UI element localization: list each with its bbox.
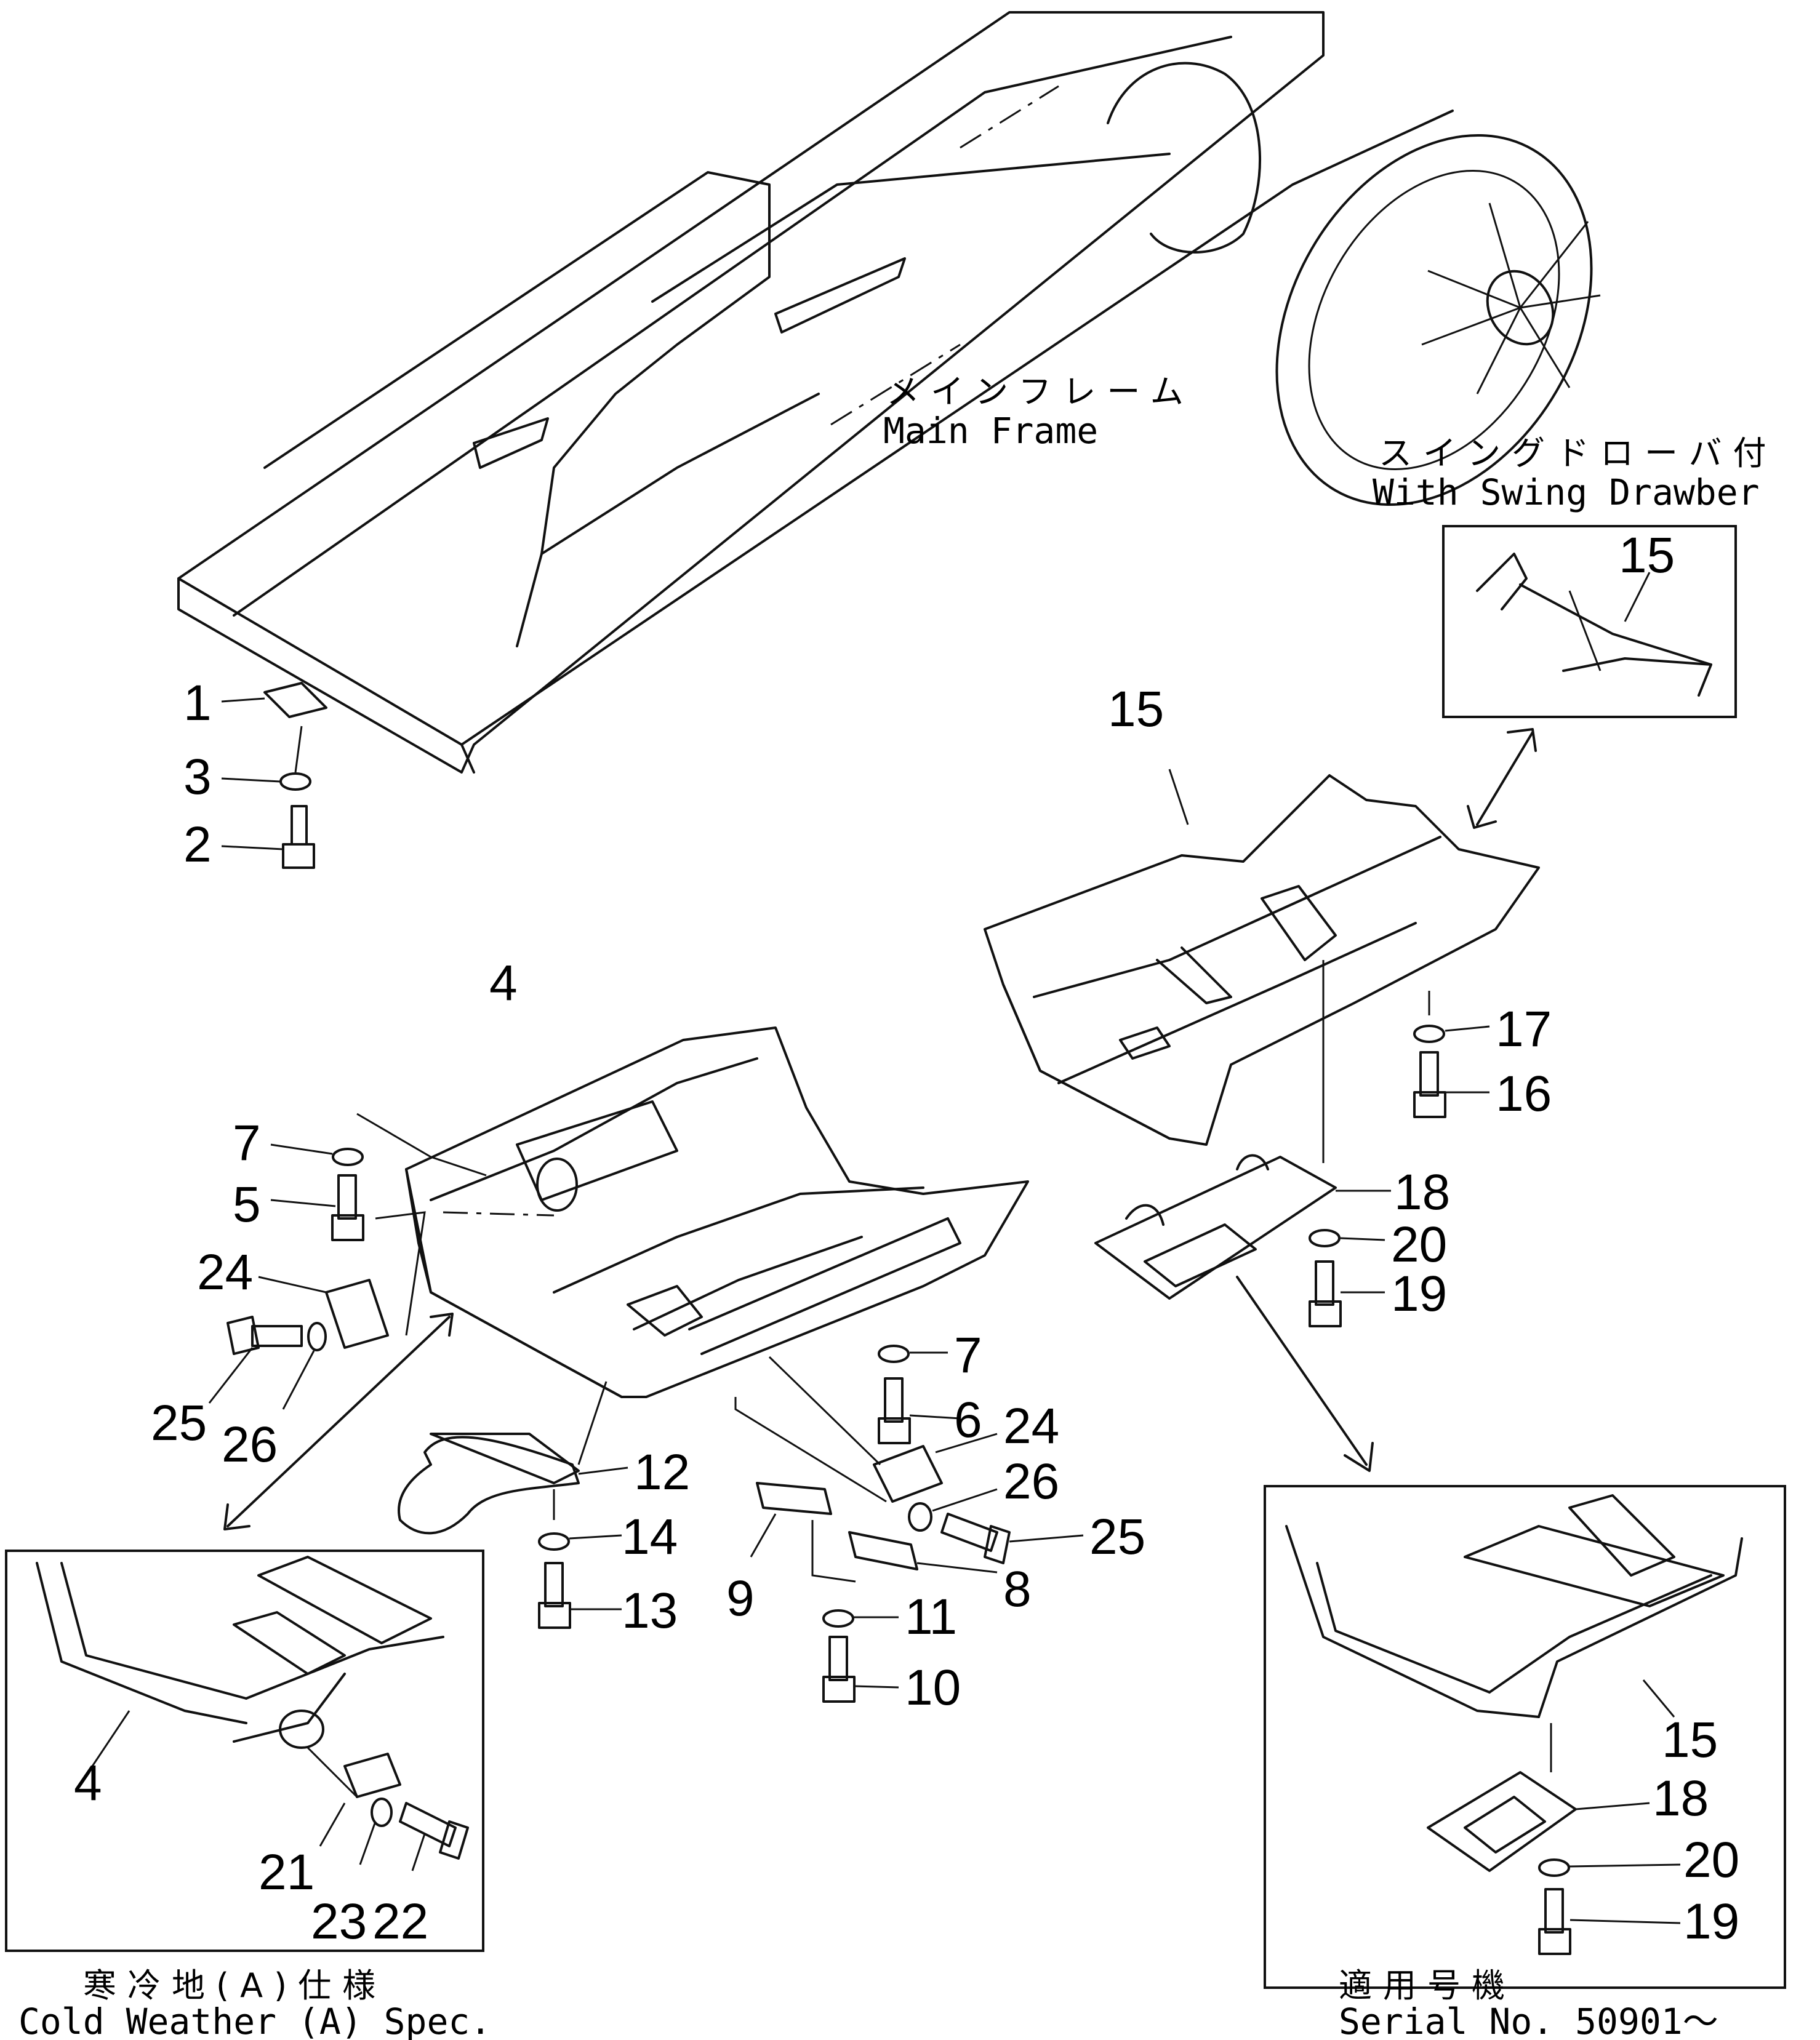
- callout-24b: 24: [1003, 1398, 1059, 1454]
- callout-10: 10: [905, 1660, 961, 1716]
- callout-25: 25: [151, 1395, 207, 1451]
- callout-12: 12: [634, 1444, 690, 1500]
- callout-15-swing: 15: [1619, 527, 1675, 583]
- callout-25b: 25: [1089, 1509, 1145, 1565]
- text-labels: メインフレーム Main Frame スイングドローバ付 With Swing …: [18, 372, 1777, 2040]
- callout-1: 1: [183, 675, 212, 731]
- swing-drawber-label-en: With Swing Drawber: [1373, 471, 1760, 513]
- callout-11: 11: [905, 1589, 957, 1645]
- callout-4-cold: 4: [74, 1755, 102, 1811]
- callout-18: 18: [1394, 1164, 1450, 1220]
- undercover-15-drawing: [984, 728, 1540, 1472]
- callout-2: 2: [183, 817, 212, 873]
- inset-cold-weather: [5, 1550, 484, 1952]
- callout-21: 21: [259, 1844, 315, 1900]
- undercover-4-fasteners: [208, 1143, 1084, 1703]
- callout-9: 9: [726, 1570, 755, 1626]
- callout-7: 7: [233, 1115, 261, 1171]
- callout-26b: 26: [1003, 1454, 1059, 1510]
- callout-15-serial: 15: [1662, 1712, 1718, 1768]
- callout-7b: 7: [954, 1327, 982, 1383]
- callout-numbers: 1 3 2 4 7 5 24 25 26 12 14 13 9 11 10 7 …: [74, 527, 1739, 1950]
- callout-4: 4: [489, 955, 518, 1011]
- main-frame-label-jp: メインフレーム: [886, 372, 1195, 411]
- callout-20-serial: 20: [1683, 1832, 1739, 1888]
- cold-weather-label-en: Cold Weather (A) Spec.: [18, 2001, 491, 2040]
- inset-serial: [1264, 1485, 1786, 1989]
- callout-6: 6: [954, 1392, 982, 1448]
- callout-16: 16: [1496, 1066, 1552, 1122]
- callout-8: 8: [1003, 1561, 1032, 1617]
- serial-label-en: Serial No. 50901～: [1339, 2001, 1718, 2040]
- callout-24: 24: [197, 1244, 253, 1300]
- main-frame-label-en: Main Frame: [883, 410, 1098, 452]
- main-frame-drawing: [177, 11, 1601, 774]
- callout-14: 14: [622, 1509, 678, 1565]
- callout-22: 22: [372, 1894, 428, 1950]
- cold-weather-label-jp: 寒冷地(A)仕様: [83, 1966, 387, 2005]
- callout-17: 17: [1496, 1001, 1552, 1057]
- callout-19-serial: 19: [1683, 1894, 1739, 1950]
- callout-19: 19: [1391, 1266, 1447, 1322]
- undercover-4-drawing: [356, 1026, 1029, 1398]
- serial-label-jp: 適用号機: [1339, 1966, 1516, 2005]
- callout-18-serial: 18: [1653, 1770, 1709, 1826]
- inset-swing-drawber: [1442, 525, 1737, 718]
- callout-20: 20: [1391, 1217, 1447, 1273]
- bracket-1-group: [221, 682, 327, 869]
- swing-drawber-label-jp: スイングドローバ付: [1379, 434, 1777, 473]
- callout-23: 23: [311, 1894, 367, 1950]
- callout-3: 3: [183, 749, 212, 805]
- callout-15: 15: [1108, 681, 1164, 737]
- callout-13: 13: [622, 1583, 678, 1639]
- callout-5: 5: [233, 1177, 261, 1233]
- callout-26: 26: [222, 1417, 278, 1473]
